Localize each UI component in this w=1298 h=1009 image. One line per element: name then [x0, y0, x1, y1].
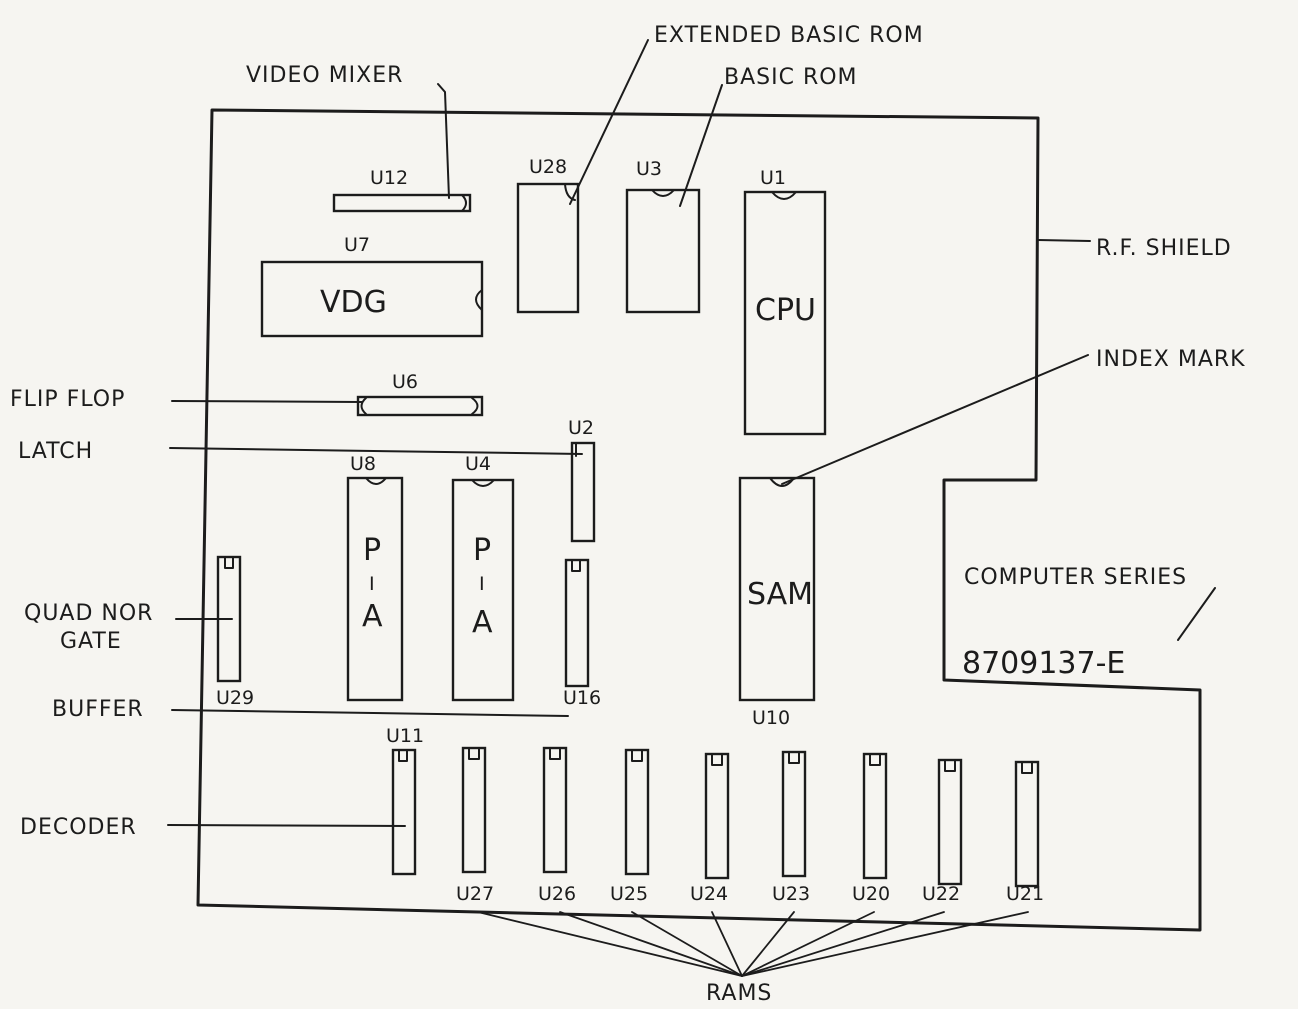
- chip-pia-right-p: P: [473, 533, 491, 568]
- rams-leader-lines: [477, 911, 1029, 977]
- chip-pia-left-a: A: [362, 599, 383, 634]
- chip-u28: [516, 182, 580, 314]
- ram-chip-notch: [549, 747, 561, 760]
- ram-label-u27: U27: [456, 883, 494, 905]
- rams-leader-line: [741, 911, 945, 977]
- chip-u16: [564, 558, 590, 688]
- label-computer-series: COMPUTER SERIES: [964, 565, 1187, 590]
- ram-chip-u21: [1014, 760, 1040, 888]
- chip-u11: [391, 748, 417, 876]
- label-quad-nor-line1: QUAD NOR: [24, 601, 153, 626]
- chip-notches: [224, 183, 797, 762]
- chip-u1-cpu: [743, 190, 827, 436]
- ram-chip-u20: [862, 752, 888, 880]
- chip-u3-label: U3: [636, 158, 662, 180]
- rams-leader-line: [559, 911, 743, 977]
- ram-chip-u27: [461, 746, 487, 874]
- chip-u2: [570, 441, 596, 543]
- chip-pia-left-i: I: [369, 573, 375, 595]
- chip-u6-label: U6: [392, 371, 418, 393]
- rams-leader-line: [741, 911, 1029, 977]
- ram-label-u24: U24: [690, 883, 728, 905]
- label-rams: RAMS: [706, 981, 772, 1006]
- chip-u28-label: U28: [529, 156, 567, 178]
- chip-u29-label: U29: [216, 687, 254, 709]
- chip-u11-label: U11: [386, 725, 424, 747]
- ram-label-group: U27 U26 U25 U24 U23 U20 U22 U21: [456, 883, 1044, 905]
- ram-chip-notch: [869, 753, 881, 766]
- chip-vdg-label: VDG: [320, 285, 387, 320]
- label-buffer: BUFFER: [52, 697, 144, 722]
- ram-chip-u23: [781, 750, 807, 878]
- ram-chip-notch: [1021, 761, 1033, 774]
- label-basic-rom: BASIC ROM: [724, 65, 858, 90]
- chip-u1-label: U1: [760, 167, 786, 189]
- chip-u8-label: U8: [350, 453, 376, 475]
- label-rf-shield: R.F. SHIELD: [1096, 236, 1232, 261]
- rams-leader-line: [711, 911, 743, 977]
- chip-u10-sam: [738, 476, 816, 702]
- rams-leader-line: [741, 911, 795, 977]
- ram-label-u22: U22: [922, 883, 960, 905]
- label-video-mixer: VIDEO MIXER: [246, 63, 403, 88]
- ram-label-u23: U23: [772, 883, 810, 905]
- ram-chip-notch: [711, 753, 723, 766]
- ram-chip-u24: [704, 752, 730, 880]
- chip-sam-label: SAM: [747, 577, 813, 612]
- ram-chip-notch: [944, 759, 956, 772]
- ram-label-u20: U20: [852, 883, 890, 905]
- leader-lines: [167, 39, 1216, 827]
- chip-bodies: [216, 182, 827, 876]
- label-decoder: DECODER: [20, 815, 137, 840]
- chip-u10-label: U10: [752, 707, 790, 729]
- ram-chip-group: [461, 746, 1040, 888]
- chip-u12-label: U12: [370, 167, 408, 189]
- label-latch: LATCH: [18, 439, 93, 464]
- board-outline: [196, 108, 1202, 932]
- label-index-mark: INDEX MARK: [1096, 347, 1246, 372]
- ram-chip-notch: [788, 751, 800, 764]
- chip-u7-vdg: [260, 260, 484, 338]
- chip-u7-label: U7: [344, 234, 370, 256]
- chip-u8-pia: [346, 476, 404, 702]
- rams-leader-line: [477, 911, 743, 977]
- chip-cpu-label: CPU: [755, 293, 816, 328]
- ram-chip-notch: [631, 749, 643, 762]
- chip-u2-label: U2: [568, 417, 594, 439]
- ram-chip-u26: [542, 746, 568, 874]
- ram-chip-u22: [937, 758, 963, 886]
- rams-leader-line: [631, 911, 743, 977]
- label-serial-number: 8709137-E: [962, 646, 1125, 681]
- chip-pia-right-a: A: [472, 605, 493, 640]
- label-extended-basic-rom: EXTENDED BASIC ROM: [654, 23, 924, 48]
- ram-label-u26: U26: [538, 883, 576, 905]
- label-quad-nor-line2: GATE: [60, 629, 122, 654]
- ram-label-u25: U25: [610, 883, 648, 905]
- chip-u4-pia: [451, 478, 515, 702]
- label-flip-flop: FLIP FLOP: [10, 387, 125, 412]
- ram-chip-notch: [468, 747, 480, 760]
- chip-u16-label: U16: [563, 687, 601, 709]
- rams-leader-line: [741, 911, 875, 977]
- chip-u6: [356, 395, 484, 417]
- chip-pia-right-i: I: [479, 573, 485, 595]
- chip-u4-label: U4: [465, 453, 491, 475]
- ram-chip-u25: [624, 748, 650, 876]
- ram-label-u21: U21: [1006, 883, 1044, 905]
- chip-u3: [625, 188, 701, 314]
- chip-pia-left-p: P: [363, 533, 381, 568]
- chip-u12: [332, 193, 472, 213]
